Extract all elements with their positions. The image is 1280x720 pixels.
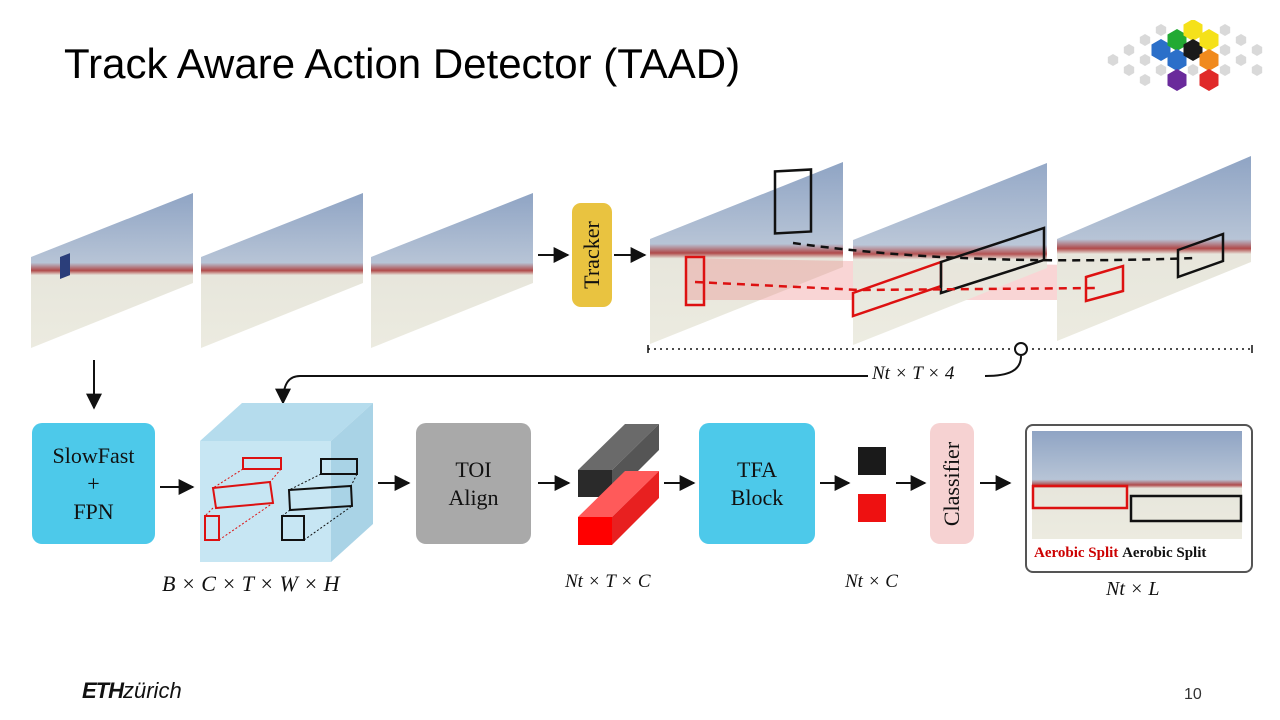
track-tap-point (1014, 342, 1028, 356)
output-label-red: Aerobic Split (1034, 545, 1119, 561)
logo-hex (1219, 64, 1231, 76)
eth-zurich-logo: ETHzürich (82, 678, 182, 704)
logo-hex (1167, 49, 1187, 71)
classifier-block: Classifier (930, 423, 974, 544)
output-result-box (1025, 424, 1253, 573)
dim-output: Nt × L (1106, 578, 1160, 600)
track-box-black-2 (939, 226, 1046, 295)
logo-hex (1187, 64, 1199, 76)
logo-hex (1123, 44, 1135, 56)
input-frame-1 (31, 193, 193, 348)
arrow-tracks-to-cube (275, 375, 868, 405)
tfa-vector-red (858, 494, 886, 522)
dim-feature-map: B × C × T × W × H (162, 571, 340, 596)
track-span-ends (647, 345, 1253, 353)
logo-hex (1155, 64, 1167, 76)
logo-hex (1151, 39, 1171, 61)
eth-hex-logo (1107, 20, 1263, 91)
track-box-red-3 (1084, 264, 1125, 303)
eth-logo-rest: zürich (123, 678, 182, 703)
logo-hex (1219, 44, 1231, 56)
slowfast-fpn-block: SlowFast + FPN (32, 423, 155, 544)
logo-hex (1123, 64, 1135, 76)
logo-hex (1235, 54, 1247, 66)
tracked-frame-1 (650, 162, 843, 344)
logo-hex (1219, 24, 1231, 36)
track-box-black-3 (1176, 232, 1225, 279)
track-line-red (694, 280, 1101, 292)
logo-hex (1199, 29, 1219, 51)
classifier-text: Classifier (939, 441, 965, 526)
logo-hex (1183, 20, 1203, 41)
tfa-vector-black (858, 447, 886, 475)
toi-align-block: TOI Align (416, 423, 531, 544)
logo-hex (1167, 29, 1187, 51)
logo-hex (1107, 54, 1119, 66)
eth-logo-bold: ETH (82, 678, 124, 703)
logo-hex (1199, 69, 1219, 91)
output-labels: Aerobic Split Aerobic Split (1034, 545, 1206, 562)
tracker-label: Tracker (572, 203, 612, 307)
output-label-black: Aerobic Split (1122, 545, 1207, 561)
input-frame-2 (201, 193, 363, 348)
logo-hex (1235, 34, 1247, 46)
logo-hex (1251, 44, 1263, 56)
dim-tfa-features: Nt × C (845, 571, 898, 592)
logo-hex (1139, 74, 1151, 86)
page-number: 10 (1184, 686, 1202, 703)
tfa-block: TFA Block (699, 423, 815, 544)
slide-title: Track Aware Action Detector (TAAD) (64, 40, 741, 87)
logo-hex (1139, 34, 1151, 46)
tracker-block (572, 203, 612, 307)
logo-hex (1167, 69, 1187, 91)
logo-hex (1199, 49, 1219, 71)
toi-feature-bar-red (578, 471, 659, 545)
output-frame (1031, 431, 1243, 539)
track-box-red-1 (684, 255, 706, 307)
logo-hex (1251, 64, 1263, 76)
hex-grid (1107, 20, 1263, 91)
feature-cube (200, 403, 373, 562)
dim-track-boxes: Nt × T × 4 (872, 363, 955, 384)
logo-hex (1139, 54, 1151, 66)
dim-toi-features: Nt × T × C (565, 571, 651, 592)
input-frame-3 (371, 193, 533, 348)
tracker-text: Tracker (579, 221, 604, 289)
track-box-black-1 (773, 168, 813, 235)
track-tap-curve (984, 355, 1022, 377)
track-line-black (792, 241, 1196, 262)
logo-hex (1183, 39, 1203, 61)
logo-hex (1155, 24, 1167, 36)
